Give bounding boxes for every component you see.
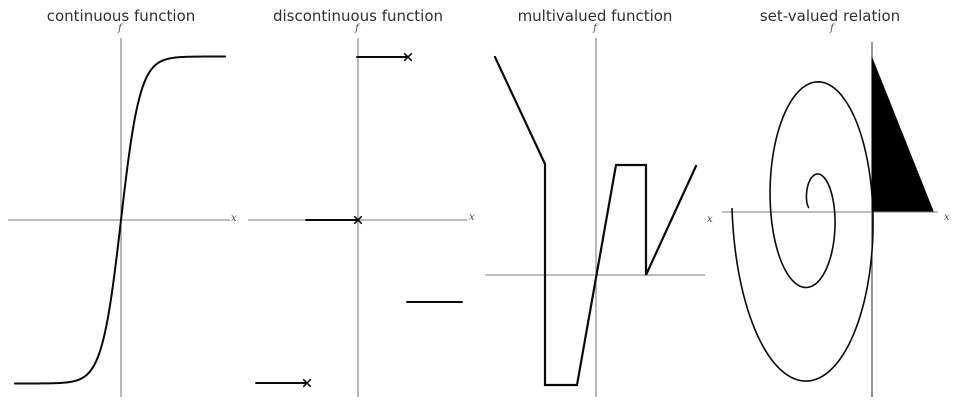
xlabel-continuous: x	[231, 213, 237, 224]
spiral-curve	[731, 81, 874, 382]
sigmoid-curve	[14, 55, 226, 385]
panel-discontinuous	[248, 38, 467, 397]
zigzag-curve	[493, 55, 698, 387]
panel-continuous	[8, 38, 230, 397]
xlabel-multivalued: x	[707, 214, 713, 225]
x-marker-icon	[403, 52, 413, 62]
x-marker-icon	[353, 215, 363, 225]
panel-multivalued	[485, 38, 705, 397]
ylabel-multivalued: f	[593, 23, 597, 34]
xlabel-set-valued: x	[944, 212, 950, 223]
panel-title-continuous: continuous function	[46, 7, 196, 25]
panel-set-valued	[722, 42, 938, 397]
panel-title-multivalued: multivalued function	[517, 7, 673, 25]
x-marker-icon	[302, 378, 312, 388]
panel-title-discontinuous: discontinuous function	[272, 7, 444, 25]
ylabel-continuous: f	[118, 23, 122, 34]
ylabel-set-valued: f	[830, 23, 834, 34]
filled-triangle-region	[871, 57, 934, 212]
panel-title-set-valued: set-valued relation	[759, 7, 901, 25]
xlabel-discontinuous: x	[469, 212, 475, 223]
ylabel-discontinuous: f	[355, 23, 359, 34]
